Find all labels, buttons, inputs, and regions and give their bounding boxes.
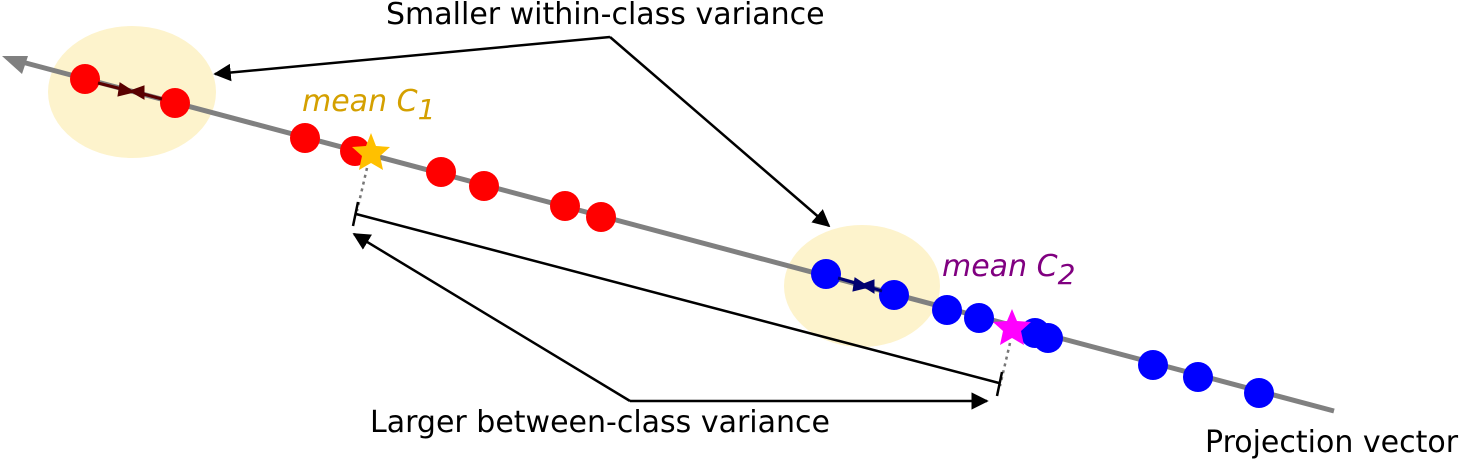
class1-point xyxy=(70,64,100,94)
class2-point xyxy=(1033,323,1063,353)
class2-point xyxy=(964,303,994,333)
class2-point xyxy=(811,259,841,289)
class1-point xyxy=(586,202,616,232)
class2-point xyxy=(932,295,962,325)
class1-point xyxy=(290,123,320,153)
class2-points xyxy=(811,259,1274,408)
class1-point xyxy=(469,171,499,201)
class1-point xyxy=(160,88,190,118)
class1-points xyxy=(70,64,616,232)
projection-vector-line xyxy=(21,59,1335,414)
projection-vector-label: Projection vector xyxy=(1205,425,1459,460)
mean-c1-label: mean C1 xyxy=(302,84,435,124)
class1-inner-arrows xyxy=(97,81,163,101)
mean-c1-text: mean C xyxy=(302,84,418,119)
class2-point xyxy=(1138,350,1168,380)
class2-point xyxy=(1244,378,1274,408)
between-class-bracket-cap-right xyxy=(995,371,1004,397)
class1-point xyxy=(426,157,456,187)
mean-c2-subscript: 2 xyxy=(1057,258,1076,291)
class2-inner-arrows xyxy=(837,276,883,294)
class1-mean-star xyxy=(352,133,390,170)
class2-point xyxy=(1183,362,1213,392)
between-class-bracket-cap-left xyxy=(351,201,360,227)
class2-point xyxy=(879,280,909,310)
within-class-arrow-right xyxy=(609,36,831,228)
mean-c2-text: mean C xyxy=(942,249,1058,284)
mean-c2-label: mean C2 xyxy=(942,249,1075,289)
between-class-bracket-line xyxy=(355,212,1000,385)
within-class-arrow-left xyxy=(213,35,611,82)
between-class-arrow-left xyxy=(352,232,631,403)
within-class-variance-label: Smaller within-class variance xyxy=(386,0,825,32)
mean-c1-subscript: 1 xyxy=(417,93,436,126)
class1-point xyxy=(550,191,580,221)
between-class-variance-label: Larger between-class variance xyxy=(370,405,830,440)
projection-vector-arrowhead xyxy=(2,56,28,74)
class2-mean-star xyxy=(993,309,1031,345)
